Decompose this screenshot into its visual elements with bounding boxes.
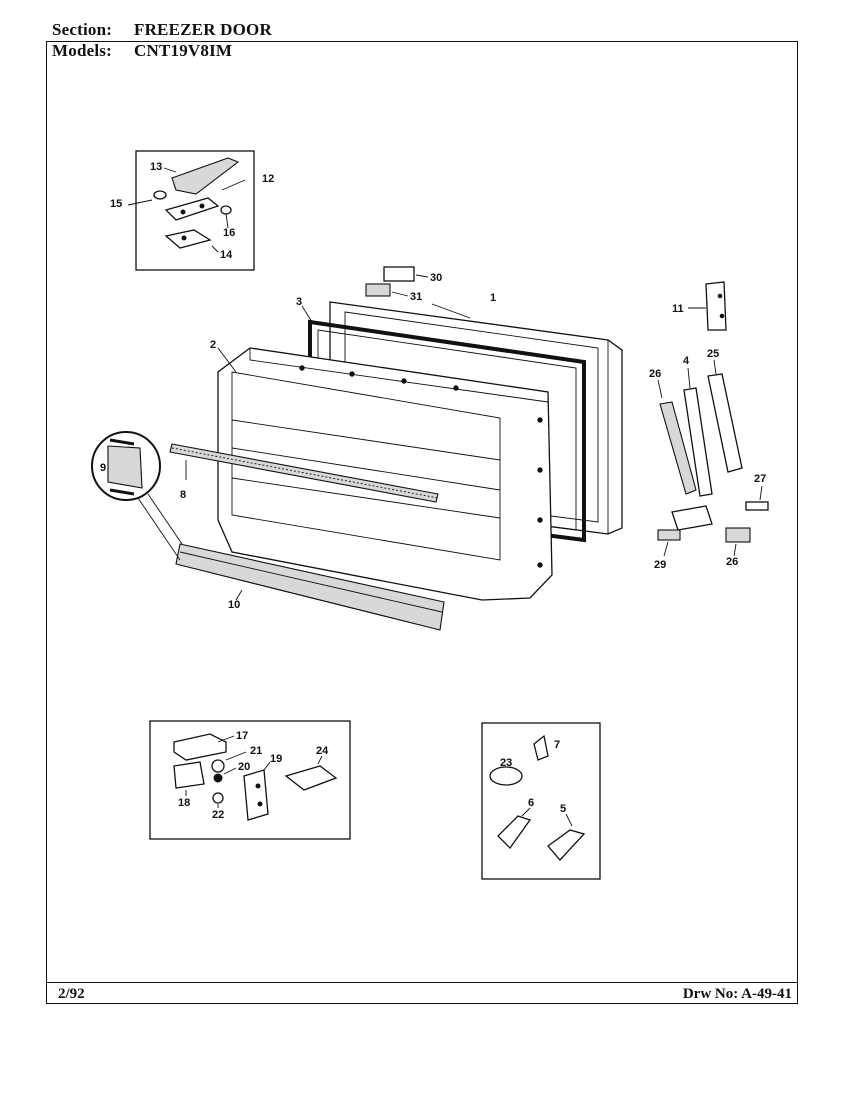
part-19-hinge-plate [243,769,269,821]
callout-23: 23 [500,757,512,769]
callout-24: 24 [316,745,329,757]
section-label: Section: [52,20,113,39]
callout-6: 6 [528,797,534,809]
nameplate-parts: 30 31 [365,266,442,303]
part-23-cap [489,766,523,786]
bottom-hinge-inset: 17 21 20 19 24 18 22 [149,720,351,840]
part-22-washer [212,792,224,804]
footer-divider [46,982,798,983]
callout-18: 18 [178,797,190,809]
callout-4: 4 [683,355,690,367]
part-20-pin [213,773,223,783]
part-29-mount-bracket [671,505,713,531]
part-7-plug [533,734,549,761]
callout-30: 30 [430,272,442,284]
callout-1: 1 [490,292,496,304]
callout-16: 16 [223,227,235,239]
callout-22: 22 [212,809,224,821]
part-21-bushing [211,759,225,773]
callout-14: 14 [220,249,233,261]
part-26-end-cap [725,527,751,543]
callout-26-top: 26 [649,368,661,380]
top-hinge-inset-box [135,150,255,271]
part-8-shelf-rail: 8 [169,443,439,503]
bottom-hinge-inset-box [149,720,351,840]
part-10-bottom-rail: 10 [175,543,445,631]
part-4-handle [683,387,713,497]
part-25-handle-insert [707,373,743,473]
part-6-clip [497,815,532,850]
models-row: Models: CNT19V8IM [52,41,232,61]
footer-date: 2/92 [58,986,85,1002]
part-16-washer [220,205,232,215]
handle-parts: 11 26 4 25 27 29 26 [649,281,769,571]
part-26-handle-trim [659,401,697,495]
callout-15: 15 [110,198,122,210]
models-value: CNT19V8IM [134,41,233,60]
part-30-nameplate [383,266,415,282]
part-14-hinge-plate [164,229,212,249]
part-15-screw [153,190,167,200]
callout-26-bottom: 26 [726,556,738,568]
part-5-clip [547,829,586,861]
callout-13: 13 [150,161,162,173]
part-13-hinge-cover [171,157,240,195]
callout-7: 7 [554,739,560,751]
part-11-handle-cap [705,281,727,331]
models-label: Models: [52,41,112,60]
callout-31: 31 [410,291,422,303]
footer-drawing-number: Drw No: A-49-41 [682,986,792,1002]
callout-10: 10 [228,599,240,611]
callout-19: 19 [270,753,282,765]
callout-17: 17 [236,730,248,742]
callout-21: 21 [250,745,262,757]
part-31-nameplate-backing [365,283,391,297]
callout-27: 27 [754,473,766,485]
callout-2: 2 [210,339,216,351]
callout-29: 29 [654,559,666,571]
part-18-hinge-shim [173,761,205,789]
section-row: Section: FREEZER DOOR [52,20,272,40]
part-17-hinge-bracket [173,733,227,761]
callout-11: 11 [672,303,684,315]
section-value: FREEZER DOOR [134,20,272,39]
callout-20: 20 [238,761,250,773]
part-12-hinge [164,197,220,221]
callout-5: 5 [560,803,566,815]
callout-12: 12 [262,173,274,185]
drawing-frame [46,41,798,1004]
callout-9: 9 [100,462,106,474]
callout-3: 3 [296,296,302,308]
misc-parts-inset: 7 23 6 5 [481,722,601,880]
part-2-door-liner: 2 [210,339,553,601]
callout-8: 8 [180,489,186,501]
part-24-shim [284,765,338,791]
misc-parts-inset-box [481,722,601,880]
top-hinge-inset: 13 12 15 16 14 [110,150,274,271]
callout-25: 25 [707,348,719,360]
detail-magnifier: 9 [91,431,183,561]
part-27-clip [745,501,769,511]
